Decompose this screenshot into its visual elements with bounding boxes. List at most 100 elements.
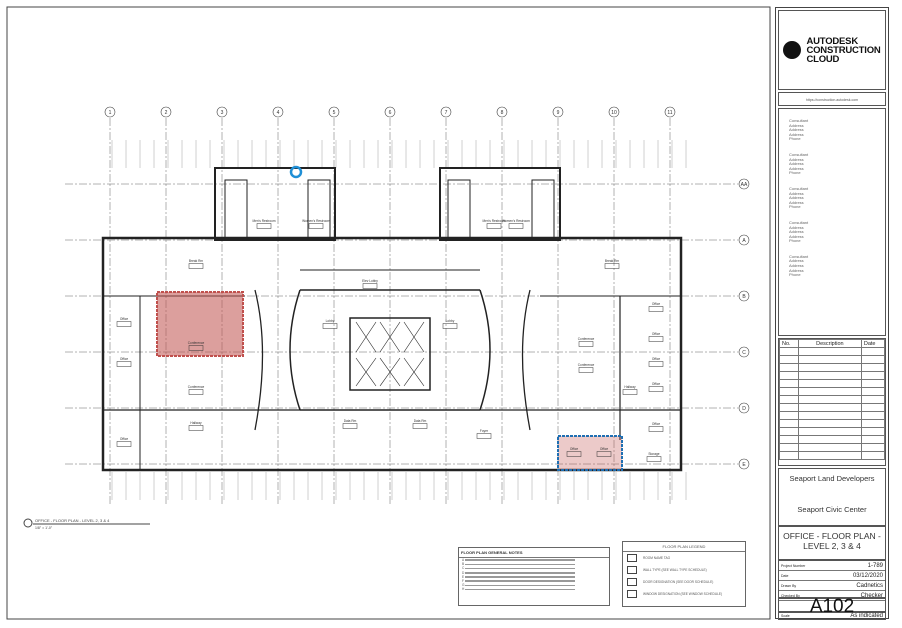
- project-name: Seaport Civic Center: [797, 505, 867, 514]
- room-name: Office: [652, 302, 660, 306]
- room-number-tag: [486, 223, 502, 229]
- room-name: Elev Lobby: [362, 279, 378, 283]
- legend-text: WALL TYPE (SEE WALL TYPE SCHEDULE): [643, 568, 707, 572]
- grid-label: E: [742, 462, 746, 468]
- note-item: A: [459, 558, 609, 562]
- note-item: C: [459, 566, 609, 570]
- scale-value: As indicated: [850, 613, 883, 619]
- note-text-line: [465, 563, 576, 566]
- room-name: Foyer: [480, 429, 489, 433]
- consultant-line: Consultant: [789, 185, 809, 191]
- revision-row: [779, 363, 886, 372]
- room-number-tag: [578, 341, 594, 347]
- grid-bubble: [664, 106, 676, 118]
- room-name: Office: [652, 422, 660, 426]
- markup-cloud-blue[interactable]: [557, 435, 623, 471]
- revision-row: [779, 411, 886, 420]
- room-name: Conference: [578, 363, 595, 367]
- note-text-line: [464, 580, 575, 582]
- grid-bubble: [104, 106, 116, 118]
- grid-label: 1: [109, 110, 112, 116]
- grid-bubble: [496, 106, 508, 118]
- revision-row: [779, 347, 886, 356]
- grid-bubble: [738, 178, 750, 190]
- meta-label: Checked By: [781, 593, 800, 598]
- notes-title: FLOOR PLAN GENERAL NOTES: [459, 548, 609, 558]
- room-name: Office: [570, 447, 578, 451]
- legend-text: DOOR DESIGNATION (SEE DOOR SCHEDULE): [643, 580, 714, 584]
- room-number-tag: [256, 223, 272, 229]
- note-text-line: [464, 559, 575, 561]
- room-number-tag: [646, 456, 662, 462]
- consultant-line: Phone: [789, 272, 801, 278]
- consultant-line: Consultant: [789, 219, 809, 225]
- consultant-line: Address: [789, 233, 804, 239]
- consultant-line: Phone: [789, 136, 801, 142]
- note-text-line: [465, 576, 576, 578]
- room-name: Office: [652, 357, 660, 361]
- room-number-tag: [342, 423, 358, 429]
- room-number-tag: [322, 323, 338, 329]
- client-name: Seaport Land Developers: [789, 474, 875, 483]
- room-name: Men's Restroom: [252, 219, 275, 223]
- markup-cloud-red[interactable]: [156, 291, 244, 357]
- grid-bubble: [160, 106, 172, 118]
- consultant-line: Address: [789, 263, 804, 269]
- room-number-tag: [188, 263, 204, 269]
- meta-label: Drawn By: [781, 583, 797, 588]
- revision-row: [779, 427, 886, 436]
- legend-symbol-icon: [627, 554, 637, 562]
- legend-symbol-icon: [627, 578, 637, 586]
- grid-bubble: [738, 346, 750, 358]
- scale-row: Scale As indicated: [778, 612, 886, 620]
- room-number-tag: [116, 321, 132, 327]
- grid-bubble: [738, 234, 750, 246]
- room-number-tag: [116, 441, 132, 447]
- room-number-tag: [508, 223, 524, 229]
- consultant-line: Address: [789, 195, 804, 201]
- sheet-border: [6, 6, 771, 620]
- grid-label: B: [742, 294, 746, 300]
- room-name: Storage: [648, 452, 659, 456]
- grid-bubble: [738, 402, 750, 414]
- room-number-tag: [308, 223, 324, 229]
- note-text-line: [465, 567, 576, 570]
- note-item: H: [459, 587, 609, 591]
- grid-label: 2: [165, 110, 168, 116]
- grid-label: 3: [221, 110, 224, 116]
- room-name: Data Rm: [344, 419, 357, 423]
- meta-label: Date: [781, 573, 789, 578]
- consultant-line: Address: [789, 131, 804, 137]
- company-url[interactable]: https://construction.autodesk.com: [778, 92, 886, 106]
- note-letter: H: [462, 587, 465, 592]
- markup-pin-icon[interactable]: [289, 165, 303, 179]
- meta-value: Checker: [860, 592, 883, 599]
- consultant-line: Address: [789, 127, 804, 133]
- note-letter: A: [462, 558, 464, 562]
- room-number-tag: [188, 425, 204, 431]
- consultant-line: Address: [789, 199, 804, 205]
- room-name: Data Rm: [414, 419, 427, 423]
- revision-table: No. Description Date: [778, 338, 886, 466]
- revision-row: [779, 419, 886, 428]
- rev-col-no: No.: [779, 339, 799, 348]
- consultant-line: Address: [789, 224, 804, 230]
- grid-label: 4: [277, 110, 280, 116]
- room-number-tag: [648, 336, 664, 342]
- view-scale: 1/8" = 1'-0": [35, 526, 53, 530]
- legend-title: FLOOR PLAN LEGEND: [623, 542, 745, 552]
- revision-row: [779, 371, 886, 380]
- consultant-line: Address: [789, 122, 804, 128]
- room-number-tag: [188, 389, 204, 395]
- room-number-tag: [362, 283, 378, 289]
- note-item: B: [459, 562, 609, 566]
- room-name: Break Rm: [605, 259, 620, 263]
- meta-label: Project Number: [781, 563, 806, 568]
